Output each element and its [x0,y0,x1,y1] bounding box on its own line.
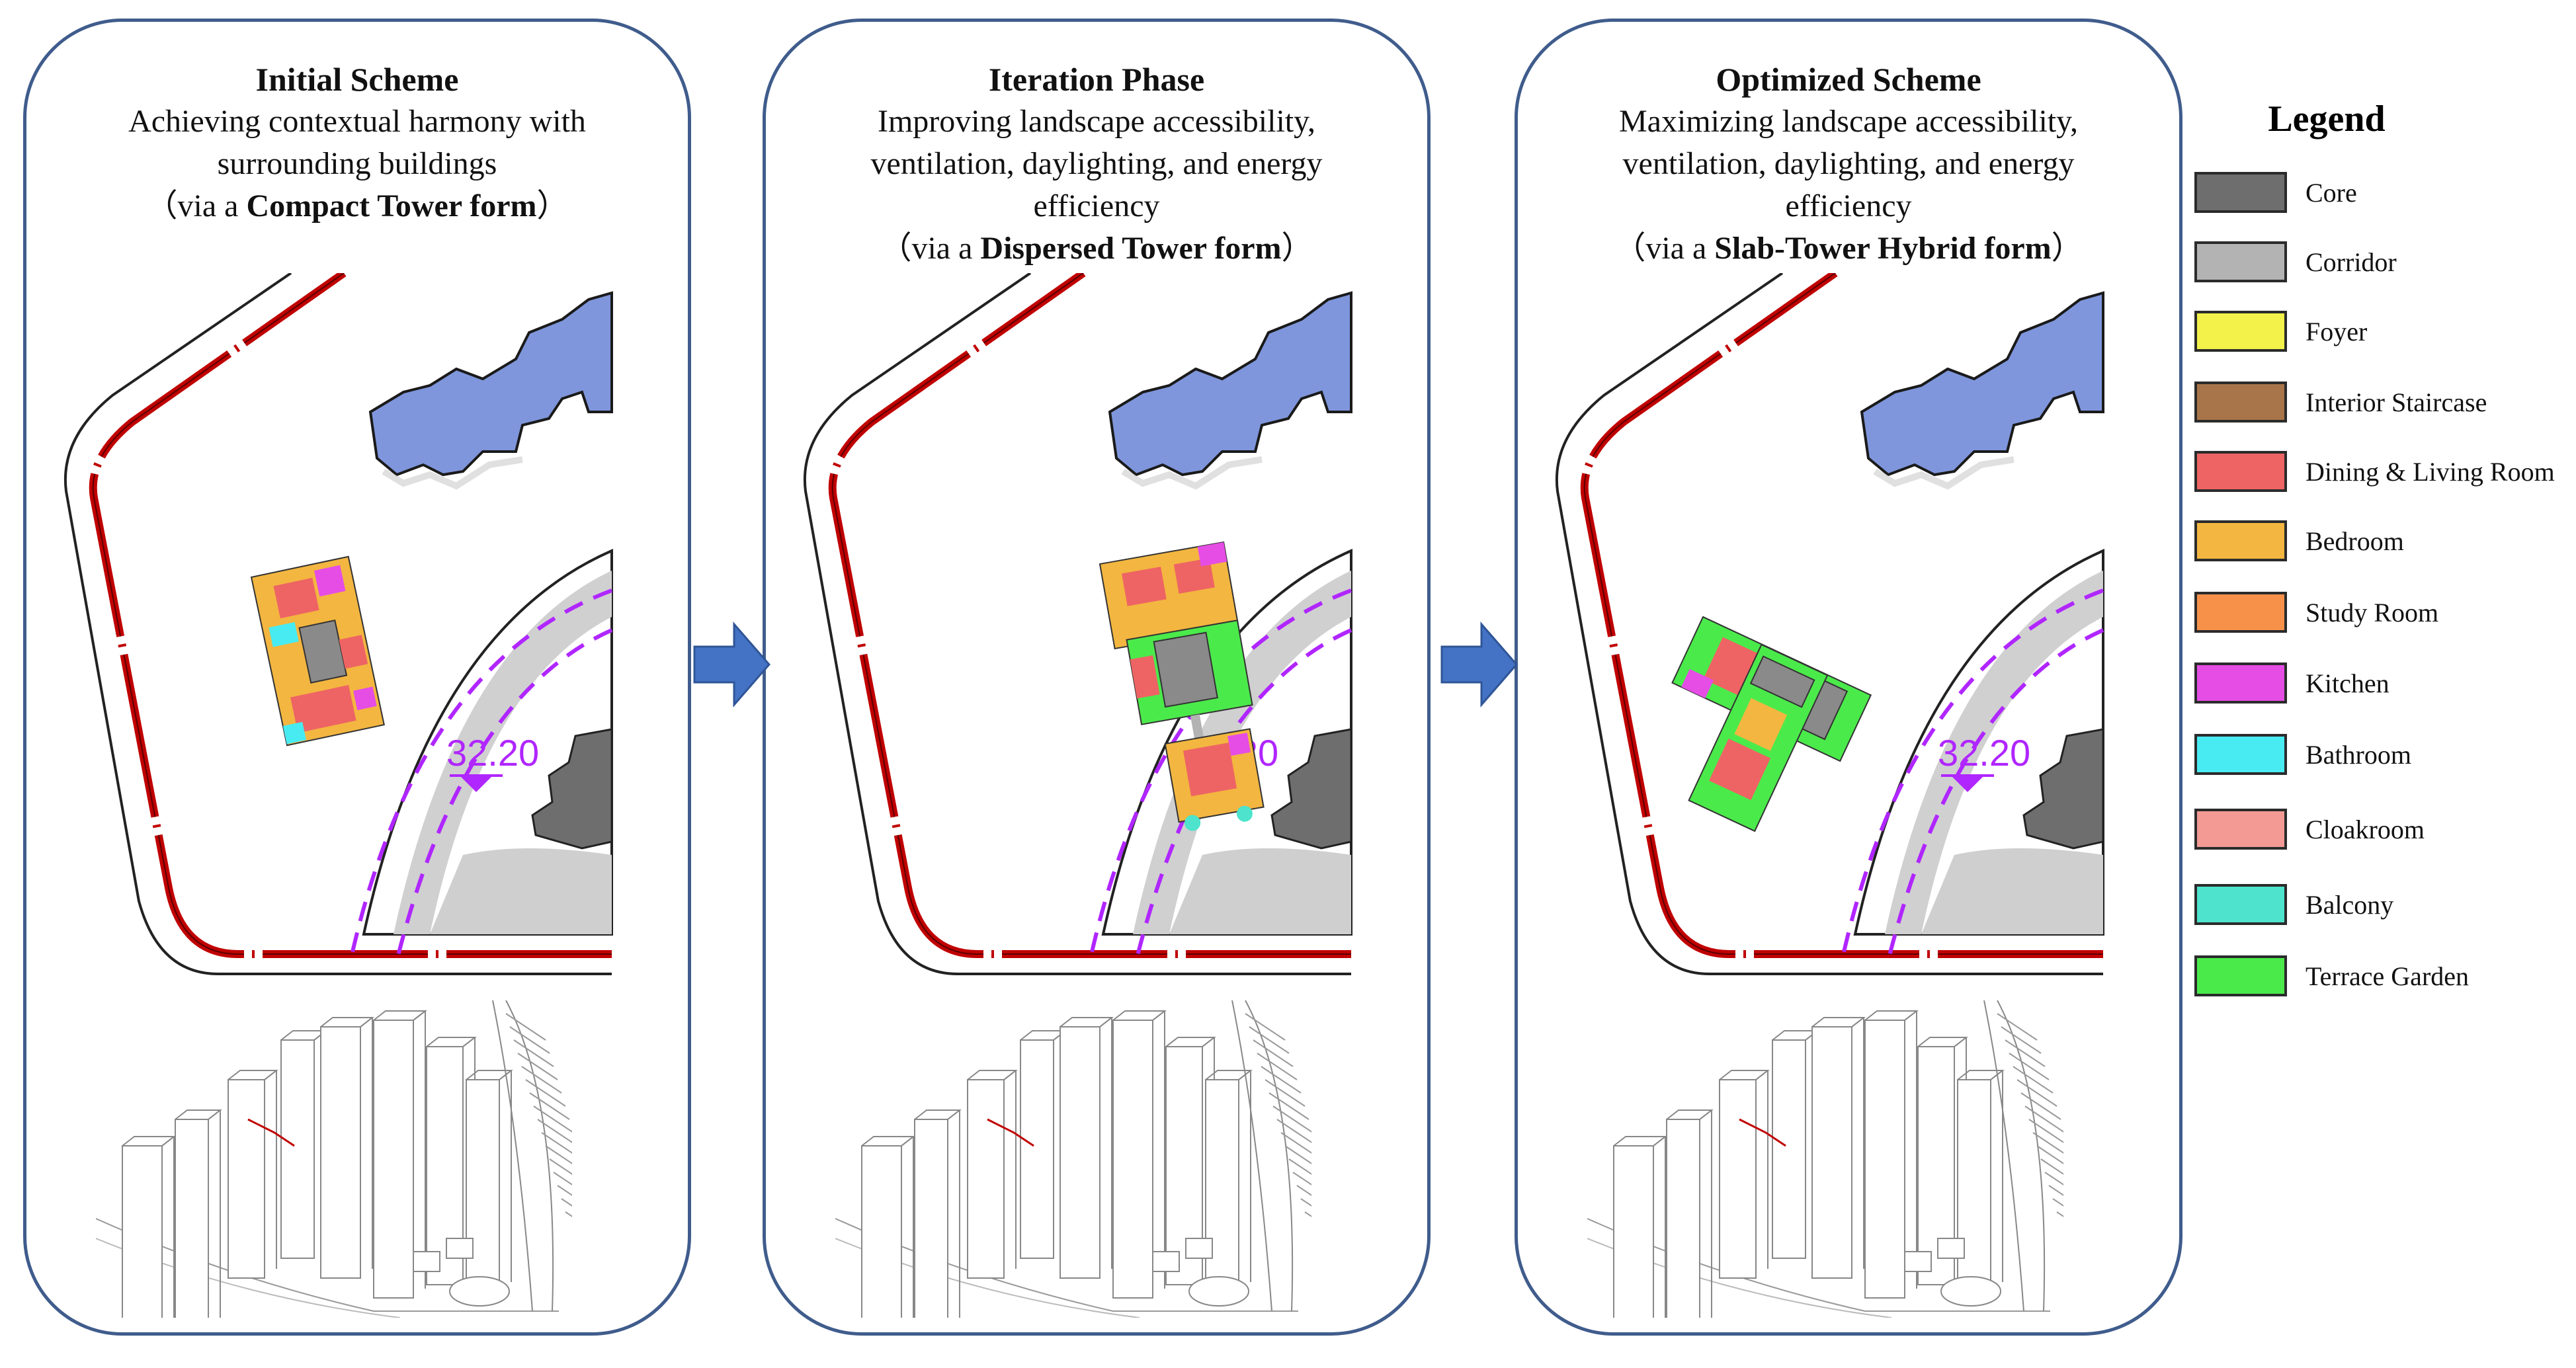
legend-swatch [2194,241,2287,282]
legend-swatch [2194,451,2287,492]
form-prefix: （via a [880,231,981,266]
site-plan: 32.20 [1555,273,2104,975]
legend-label: Corridor [2306,247,2397,277]
legend-label: Foyer [2306,317,2368,346]
legend-label: Study Room [2306,598,2439,627]
panel-header: Optimized Scheme Maximizing landscape ac… [1518,58,2179,270]
legend-item: Balcony [2194,884,2565,930]
legend-item: Interior Staircase [2194,382,2565,428]
panel-form-line: （via a Slab-Tower Hybrid form） [1518,227,2179,270]
panel-form-line: （via a Compact Tower form） [26,185,688,227]
adjacent-building [2022,728,2104,850]
neighbor-building [1860,291,2104,477]
panel-description-line: efficiency [1033,188,1160,223]
legend-item: Cloakroom [2194,809,2565,855]
elevation-marker-icon [460,776,493,792]
context-axonometric-view [1587,1000,2063,1318]
form-name: Compact Tower form [246,188,537,223]
panel-description-line: Maximizing landscape accessibility, [1618,104,2078,139]
panel-description-line: Improving landscape accessibility, [877,104,1315,139]
legend-swatch [2194,809,2287,850]
legend-item: Terrace Garden [2194,955,2565,1002]
form-name: Dispersed Tower form [980,231,1282,266]
panel-title: Initial Scheme [255,61,459,98]
neighbor-building [1108,291,1352,477]
scheme-panel-1: Initial Scheme Achieving contextual harm… [23,19,691,1336]
panel-description-line: ventilation, daylighting, and energy [870,146,1323,181]
form-prefix: （via a [145,188,247,223]
legend-label: Bedroom [2306,526,2404,556]
site-curb [803,273,1351,975]
panel-title: Optimized Scheme [1716,61,1981,98]
legend-swatch [2194,955,2287,996]
legend-label: Core [2306,178,2357,208]
elevation-label: 32.20 [446,732,539,774]
legend-label: Kitchen [2306,668,2389,698]
legend-swatch [2194,663,2287,704]
form-prefix: （via a [1614,231,1715,266]
legend-swatch [2194,172,2287,213]
scheme-panel-3: Optimized Scheme Maximizing landscape ac… [1515,19,2182,1336]
panel-title: Iteration Phase [988,61,1205,98]
legend-title: Legend [2268,99,2386,140]
legend-item: Kitchen [2194,663,2565,709]
legend-label: Interior Staircase [2306,387,2487,417]
legend-item: Dining & Living Room [2194,451,2565,497]
panel-form-line: （via a Dispersed Tower form） [766,227,1427,270]
form-suffix: ） [2051,231,2083,266]
legend-item: Corridor [2194,241,2565,288]
form-name: Slab-Tower Hybrid form [1714,231,2052,266]
legend-label: Terrace Garden [2306,961,2470,991]
site-curb [63,273,612,975]
panel-description-line: surrounding buildings [217,146,497,181]
legend-label: Dining & Living Room [2306,457,2555,487]
legend-swatch [2194,734,2287,775]
legend-label: Cloakroom [2306,815,2425,844]
panel-header: Initial Scheme Achieving contextual harm… [26,58,688,227]
legend-item: Bedroom [2194,520,2565,567]
slab-tower-hybrid-wing [1688,643,1829,832]
legend-item: Study Room [2194,592,2565,638]
elevation-label: 32.20 [1938,732,2030,774]
legend-label: Bathroom [2306,740,2411,770]
neighbor-building [368,291,613,477]
panel-description-line: Achieving contextual harmony with [128,104,586,139]
context-axonometric-view [96,1000,572,1318]
legend-swatch [2194,520,2287,561]
legend-swatch [2194,382,2287,422]
flow-arrow-2 [1440,622,1518,707]
legend-swatch [2194,311,2287,352]
panel-header: Iteration Phase Improving landscape acce… [766,58,1427,270]
elevation-marker-icon [1951,776,1984,792]
site-plan: 32.20 [63,273,613,975]
site-plan: 32.20 [803,273,1352,975]
legend-label: Balcony [2306,890,2394,920]
adjacent-building [531,728,613,850]
form-suffix: ） [1281,231,1313,266]
legend-swatch [2194,592,2287,633]
compact-tower [250,555,385,746]
adjacent-building [1270,728,1352,850]
scheme-panel-2: Iteration Phase Improving landscape acce… [763,19,1431,1336]
dispersed-towers [1099,541,1265,831]
legend-item: Foyer [2194,311,2565,357]
context-axonometric-view [835,1000,1311,1318]
legend: Legend Core Corridor Foyer Interior Stai… [2194,93,2565,996]
form-suffix: ） [536,188,569,223]
legend-item: Bathroom [2194,734,2565,780]
legend-item: Core [2194,172,2565,218]
site-curb [1555,273,2103,975]
panel-description-line: efficiency [1785,188,1912,223]
legend-swatch [2194,884,2287,925]
panel-description-line: ventilation, daylighting, and energy [1622,146,2075,181]
flow-arrow-1 [693,622,770,707]
